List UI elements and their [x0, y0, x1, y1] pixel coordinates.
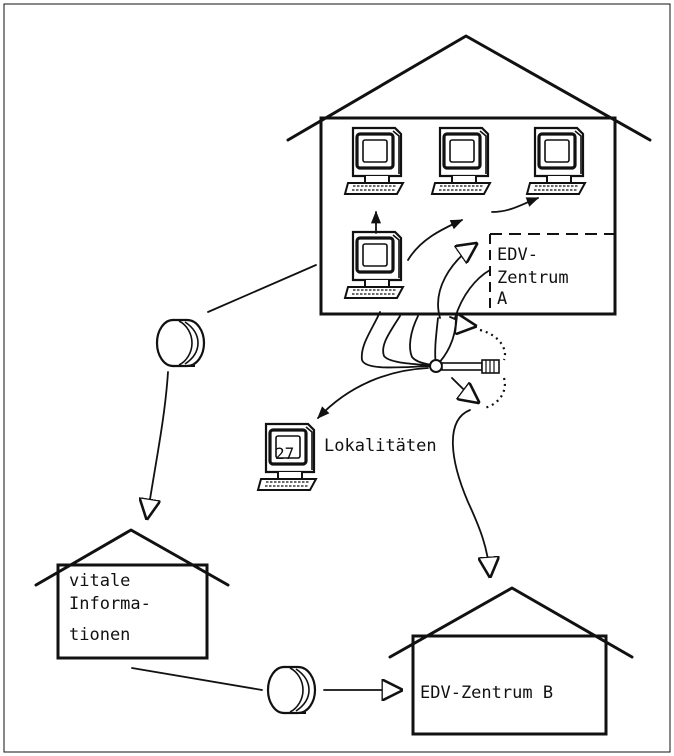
arrow-icon [147, 371, 169, 518]
vital-to-reel-line [131, 667, 263, 691]
center-a-label-line2: Zentrum [497, 268, 569, 288]
computer-terminal-icon [525, 126, 587, 196]
tape-reel-icon [266, 665, 317, 715]
arrow-icon [317, 367, 429, 419]
switch-arc-lower [483, 377, 506, 410]
center-a-label-line1: EDV- [497, 245, 538, 265]
switch-icon [429, 359, 500, 374]
main-roof [286, 34, 652, 142]
tape-reel-icon [155, 318, 206, 368]
outer-frame [3, 3, 671, 753]
cable-bundle [360, 311, 475, 369]
center-a-box [489, 233, 615, 312]
computer-terminal-icon [430, 126, 492, 196]
center-a-label-line3: A [497, 289, 507, 309]
locations-label: Lokalitäten [324, 436, 437, 456]
building-to-reel-line [207, 264, 317, 313]
center-b-label: EDV-Zentrum B [420, 683, 553, 703]
vital-info-line3: tionen [69, 625, 130, 645]
vital-info-line1: vitale [69, 571, 130, 591]
center-b-building [388, 586, 634, 736]
switch-arc-upper [479, 328, 507, 361]
locations-number: 27 [275, 444, 294, 463]
vital-info-building [34, 528, 230, 660]
computer-terminal-icon [343, 126, 405, 196]
internal-connections [370, 197, 540, 319]
vital-info-line2: Informa- [69, 594, 151, 614]
line-to-center-b [451, 377, 490, 576]
computer-terminal-icon [343, 230, 405, 300]
